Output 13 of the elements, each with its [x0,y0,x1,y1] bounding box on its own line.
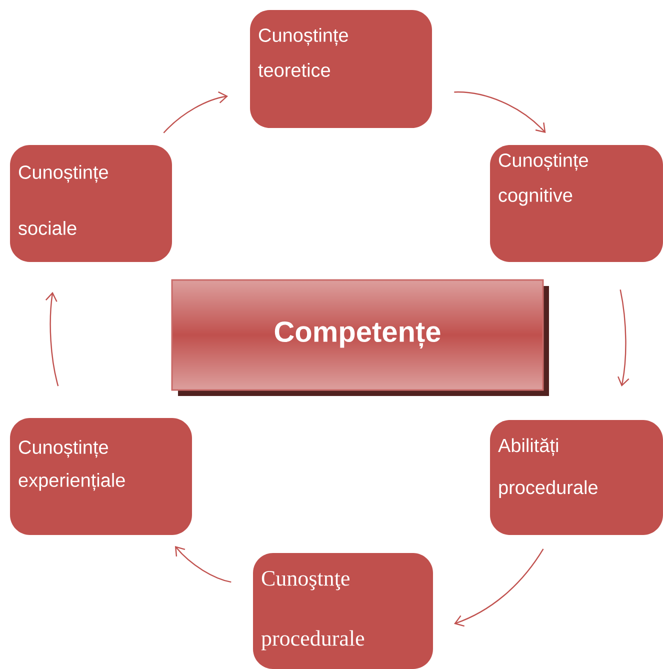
arrow [163,91,228,134]
title-box: Competențe [171,279,544,391]
rounded-box: Cunoștințe sociale [10,145,172,262]
rounded-box: Abilități procedurale [490,420,663,535]
rounded-box: Cunoştnţe procedurale [253,553,433,669]
rounded-box: Cunoștințe cognitive [490,145,663,262]
arrow [454,548,544,627]
arrow [174,546,232,583]
arrow [454,92,546,133]
rounded-box: Cunoștințe experiențiale [10,418,192,535]
arrow [45,292,59,386]
rounded-box: Cunoștințe teoretice [250,10,432,128]
arrow [618,289,630,387]
